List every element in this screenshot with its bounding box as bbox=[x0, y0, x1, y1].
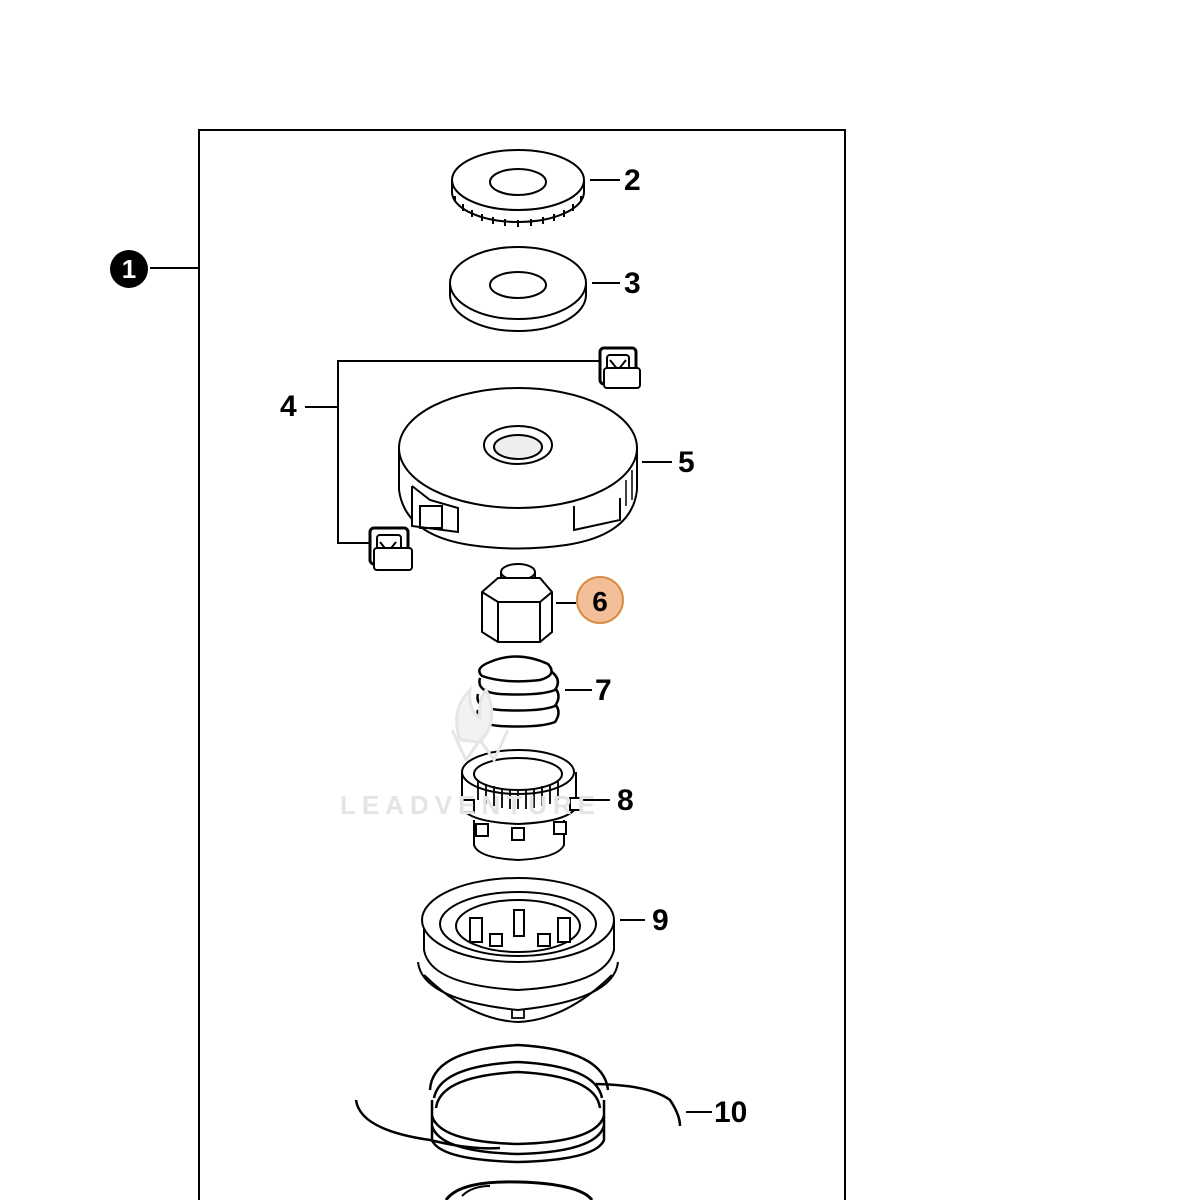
part-7-spring bbox=[476, 655, 592, 728]
eyelet-top bbox=[598, 346, 641, 389]
callout-5[interactable]: 5 bbox=[678, 446, 695, 479]
eyelet-bottom bbox=[368, 526, 413, 571]
callout-2[interactable]: 2 bbox=[624, 164, 641, 197]
callout-8[interactable]: 8 bbox=[617, 784, 634, 817]
watermark-logo bbox=[450, 685, 510, 763]
callout-assembly-1[interactable]: 1 bbox=[110, 250, 148, 288]
part-6-hex-insert bbox=[481, 563, 576, 643]
part-5-head-cover bbox=[398, 387, 672, 550]
watermark-text: LEADVENTURE bbox=[340, 790, 602, 820]
assembly-frame bbox=[198, 129, 846, 1200]
callout-4[interactable]: 4 bbox=[280, 390, 297, 423]
callout-3[interactable]: 3 bbox=[624, 267, 641, 300]
part-9-spool bbox=[417, 877, 645, 1024]
part-4-eyelets bbox=[305, 346, 641, 571]
part-next-partial bbox=[444, 1180, 594, 1200]
callout-10[interactable]: 10 bbox=[714, 1096, 748, 1129]
callout-6-highlighted[interactable]: 6 bbox=[576, 576, 624, 624]
part-2-toothed-washer bbox=[451, 149, 620, 227]
part-10-trimmer-line bbox=[354, 1043, 712, 1164]
part-8-ratchet bbox=[461, 749, 610, 862]
callout-7[interactable]: 7 bbox=[595, 674, 612, 707]
part-3-flat-washer bbox=[449, 246, 620, 332]
callout-9[interactable]: 9 bbox=[652, 904, 669, 937]
